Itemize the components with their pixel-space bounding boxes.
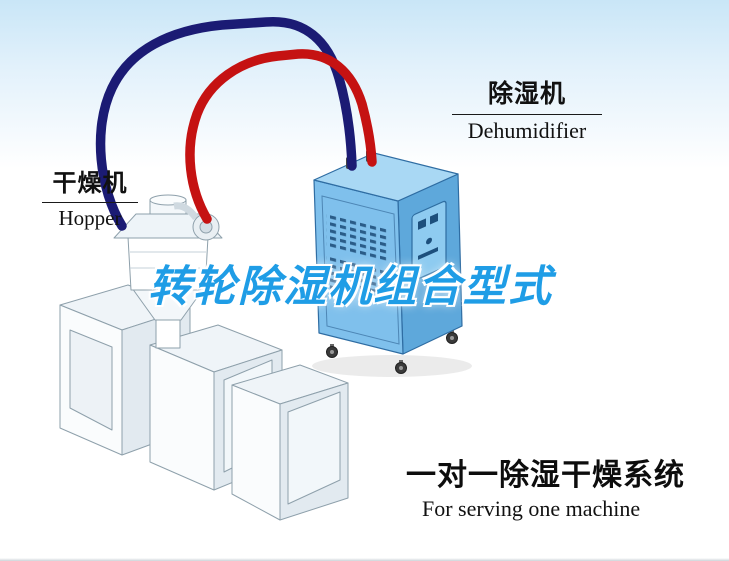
front-door-outline xyxy=(321,195,400,345)
vent-grille-upper xyxy=(326,212,388,262)
return-pipe-red xyxy=(185,49,377,224)
caption-cn: 一对一除湿干燥系统 xyxy=(406,459,685,492)
extruder-machine xyxy=(59,284,349,521)
hopper-dryer xyxy=(113,194,223,349)
page-bottom-edge xyxy=(0,558,729,561)
control-panel xyxy=(411,200,447,282)
vent-grille-lower xyxy=(326,256,388,306)
dehumidifier-label-en: Dehumidifier xyxy=(467,118,587,143)
hopper-label-cn: 干燥机 xyxy=(42,163,138,203)
dehumidifier-label-cn: 除湿机 xyxy=(452,74,602,115)
hopper-label-en: Hopper xyxy=(58,206,122,230)
watermark-title: 转轮除湿机组合型式 xyxy=(148,263,553,311)
caster-wheels xyxy=(326,330,458,374)
hopper-label: 干燥机 Hopper xyxy=(42,163,138,231)
dehumidifier-label: 除湿机 Dehumidifier xyxy=(452,74,602,144)
caption-en: For serving one machine xyxy=(422,496,641,521)
dehumidifier-unit xyxy=(312,150,472,377)
dehumidifier-shadow xyxy=(312,355,472,377)
supply-pipe-dark-blue xyxy=(95,17,357,231)
